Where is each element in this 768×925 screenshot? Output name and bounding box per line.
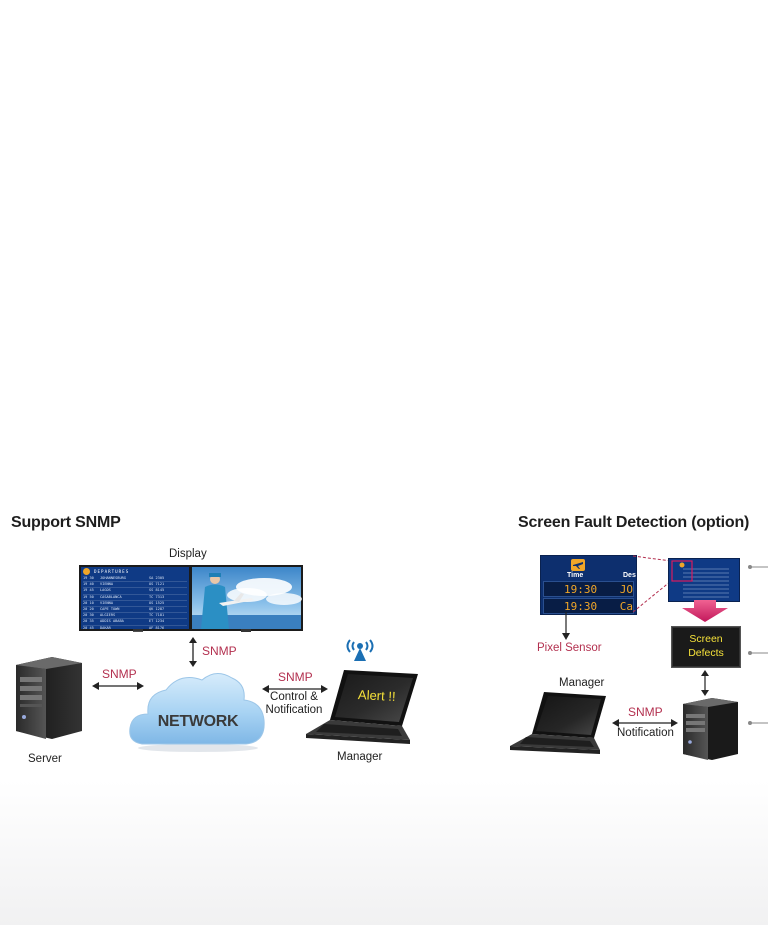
board-cell-flight: QK 1287 [149,607,165,612]
screen-defects-line2: Defects [688,647,724,659]
board-row: 19 50 CASABLANCA TC 7313 [83,595,187,601]
zoom-row: 19:30 JO [543,581,634,597]
board-cell-time: 20 10 [83,600,94,605]
cloud-icon [129,673,265,752]
screen-fault-title: Screen Fault Detection (option) [518,514,750,531]
alert-text: Alert !! [357,687,396,704]
board-header: DEPARTURES [94,568,130,574]
board-cell-dest: ALGIERS [100,613,116,618]
zoom-cell-dest: Ca [619,599,633,613]
notification-label: Notification [617,727,674,739]
board-cell-time: 20 45 [83,625,94,630]
pixel-sensor-arrow [560,612,572,640]
board-cell-time: 20 35 [83,619,94,624]
defects-server-arrow [698,670,712,696]
board-cell-time: 20 20 [83,607,94,612]
zoom-cell-time: 19:30 [564,582,598,596]
board-rows: 19 30 JOHANNESBURG SA 2305 19 40 VIENNA OS 71… [83,576,187,632]
snmp-manager-label: SNMP [278,670,313,684]
zoom-row: 19:30 Ca [543,598,634,614]
board-cell-flight: OS 7121 [149,582,165,587]
server-icon [16,657,82,739]
board-cell-dest: CASABLANCA [100,594,122,599]
display-label: Display [169,548,207,560]
server-network-arrow [92,680,144,692]
board-row: 20 20 CAPE TOWN QK 1287 [83,607,187,614]
network-cloud: NETWORK [128,662,268,754]
full-board-thumbnail [668,558,740,602]
board-cell-flight: SA 2305 [149,576,165,580]
board-cell-time: 19 50 [83,594,94,599]
plane-icon [83,568,90,575]
board-cell-flight: TC 7181 [149,613,165,618]
board-row: 20 10 VIENNA OS 1525 [83,600,187,608]
departure-board: DEPARTURES 19 30 JOHANNESBURG SA 2305 19 40… [83,568,187,632]
snmp-server-label: SNMP [102,667,137,681]
board-cell-time: 19 40 [83,582,94,587]
pixel-sensor-label: Pixel Sensor [537,642,602,654]
board-cell-flight: OS 1525 [149,600,165,605]
zoom-time-header: Time [567,572,584,579]
snmp-notification-snmp-label: SNMP [628,705,663,719]
board-row: 19 40 VIENNA OS 7121 [83,582,187,589]
server-device-right [680,696,740,762]
server-label: Server [28,753,62,765]
snmp-display-label: SNMP [202,644,237,658]
network-manager-arrow [262,683,328,695]
wireless-signal-icon [345,636,375,662]
plane-icon-zoom [571,559,585,571]
laptop-icon-right [510,692,606,754]
manager-label-left: Manager [337,751,383,763]
manager-laptop-right [506,690,610,760]
laptop-server-arrow [612,717,678,729]
board-row: 20 35 ADDIS ABABA ET 1234 [83,619,187,626]
board-cell-time: 19 30 [83,576,94,580]
board-cell-dest: VIENNA [100,582,113,587]
board-cell-time: 20 30 [83,613,94,618]
screen-defects-box: Screen Defects [671,626,741,668]
manager-laptop: Alert !! [300,664,422,750]
zoom-cell-time: 19:30 [564,599,598,613]
support-snmp-title: Support SNMP [11,514,121,531]
board-cell-flight: ET 1234 [149,619,165,624]
right-connector-lines [742,560,768,730]
zoom-cell-dest: JO [619,582,633,596]
board-cell-flight: TC 7313 [149,594,165,599]
screen-defects-line1: Screen [689,633,723,645]
control-line2: Notification [265,704,323,716]
board-cell-dest: LAGOS [100,588,111,593]
board-cell-flight: SS 8145 [149,588,165,593]
server-device [12,655,84,741]
laptop-icon [306,670,418,744]
zoom-connector [633,555,673,615]
zoom-dest-header: Des [623,572,636,579]
board-cell-dest: JOHANNESBURG [100,576,126,580]
board-row: 20 30 ALGIERS TC 7181 [83,613,187,620]
control-line1: Control & [270,691,318,703]
board-cell-dest: DAKAR [100,625,111,630]
network-label: NETWORK [157,713,239,730]
server-icon-right [683,698,738,760]
board-row: 19 45 LAGOS SS 8145 [83,588,187,595]
board-cell-time: 19 45 [83,588,94,593]
display-network-arrow [186,637,200,667]
board-row: 19 30 JOHANNESBURG SA 2305 [83,576,187,583]
manager-label-right: Manager [559,677,605,689]
board-row: 20 45 DAKAR AF 8176 [83,626,187,632]
display-graphic [79,565,303,632]
display-device: DEPARTURES 19 30 JOHANNESBURG SA 2305 19 40… [79,565,303,633]
defect-down-arrow [680,600,730,622]
board-cell-dest: ADDIS ABABA [100,619,124,624]
control-notification-label: Control & Notification [258,691,330,717]
board-cell-dest: CAPE TOWN [100,607,120,612]
board-cell-dest: VIENNA [100,600,113,605]
board-cell-flight: AF 8176 [149,625,165,630]
